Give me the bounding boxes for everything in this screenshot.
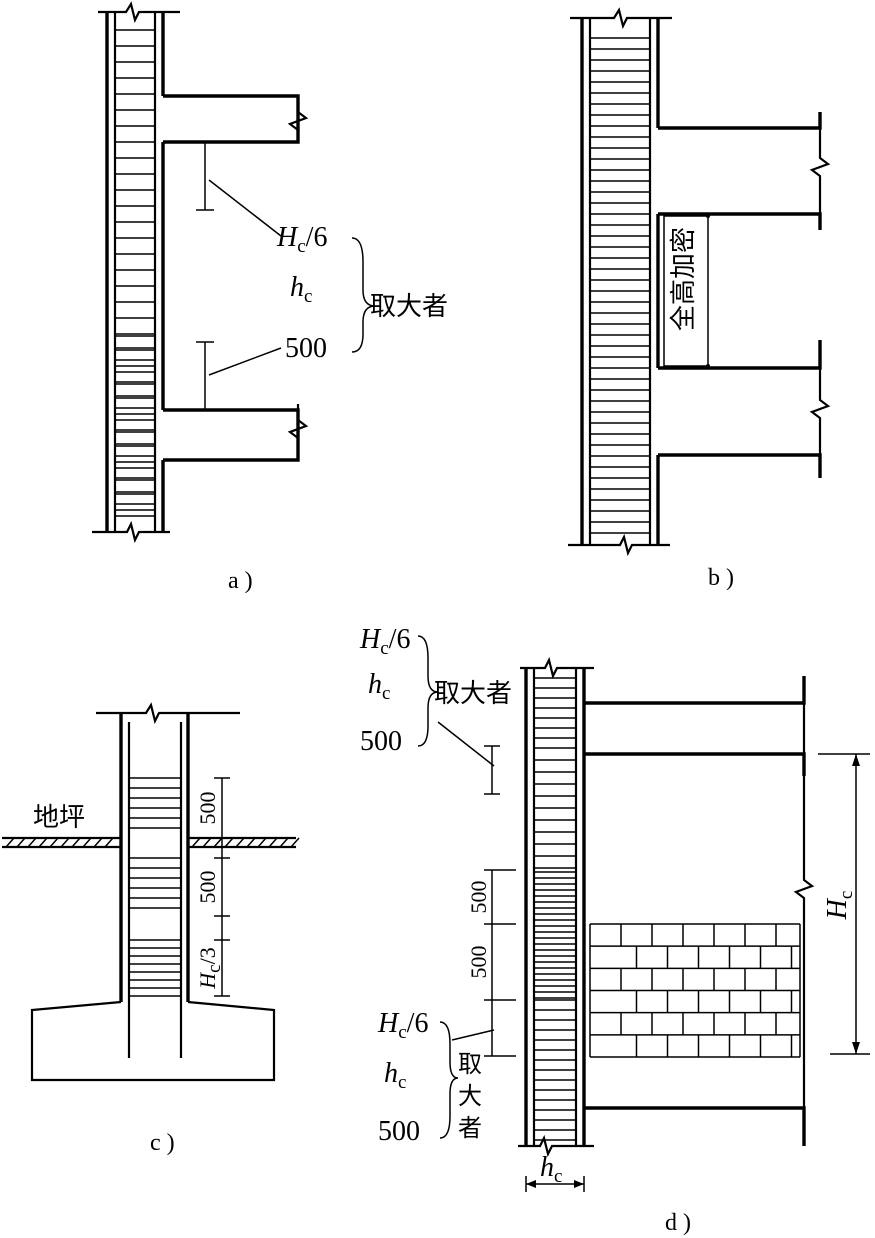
label-500-top-d: 500	[360, 726, 402, 757]
label-500-b-d: 500	[466, 946, 491, 979]
dimensions-c: 500 500 Hc/3	[195, 777, 230, 997]
subfigure-d: 500 500 Hc/6 hc 500 取大者 Hc	[359, 624, 870, 1236]
column-d	[518, 656, 594, 1158]
label-hc6-top-d: Hc/6	[359, 624, 410, 659]
label-500-a: 500	[285, 333, 327, 364]
subfigure-b: 全高加密 b )	[568, 7, 831, 591]
column-b	[568, 7, 672, 557]
label-hc3-c: Hc/3	[195, 947, 225, 989]
stirrups-d	[534, 677, 576, 1141]
label-take-larger-bot-3-d: 者	[458, 1115, 482, 1142]
label-hc6-a: Hc/6	[276, 222, 327, 257]
footing-c	[30, 1000, 276, 1082]
label-take-larger-top-d: 取大者	[434, 679, 512, 708]
caption-c: c )	[150, 1130, 175, 1156]
label-hc-a: hc	[290, 272, 312, 307]
label-col-width-d: hc	[540, 1152, 562, 1187]
beams-b	[658, 112, 831, 478]
caption-b: b )	[708, 565, 734, 591]
label-hc-top-d: hc	[368, 669, 390, 704]
ground-c: 地坪	[2, 803, 300, 849]
label-take-larger-bot-1-d: 取	[458, 1052, 482, 1078]
label-take-larger-bot-2-d: 大	[458, 1083, 482, 1110]
label-hc-bot-d: hc	[384, 1058, 406, 1093]
label-500-bot-d: 500	[378, 1116, 420, 1147]
subfigure-c: 地坪 500 500 Hc/3 c )	[2, 702, 300, 1156]
stirrups-a	[115, 29, 155, 517]
stirrups-b	[590, 37, 650, 534]
beams-a	[163, 94, 309, 462]
label-500-bot-c: 500	[195, 871, 220, 904]
label-ground-c: 地坪	[33, 803, 85, 832]
caption-a: a )	[228, 568, 253, 594]
caption-d: d )	[665, 1210, 691, 1236]
column-a	[92, 1, 180, 544]
ground-hatch	[5, 837, 300, 848]
brick-infill-d	[589, 923, 801, 1058]
label-take-larger-a: 取大者	[370, 292, 448, 321]
stirrups-c	[129, 777, 181, 997]
subfigure-a: Hc/6 hc 500 取大者 a )	[92, 1, 448, 594]
label-full-height-b: 全高加密	[669, 227, 698, 331]
label-height-d: Hc	[822, 891, 857, 921]
dimensions-d: 500 500	[437, 721, 870, 1192]
beams-d	[582, 676, 815, 1146]
dimensions-a	[196, 141, 376, 411]
label-hc6-bot-d: Hc/6	[377, 1008, 428, 1043]
label-500-top-c: 500	[195, 792, 220, 825]
label-group-top-d: Hc/6 hc 500 取大者	[359, 624, 512, 757]
column-c	[96, 702, 240, 1058]
label-500-a-d: 500	[466, 881, 491, 914]
label-group-bottom-d: Hc/6 hc 500 取 大 者	[377, 1008, 482, 1147]
full-height-box: 全高加密	[663, 214, 710, 368]
